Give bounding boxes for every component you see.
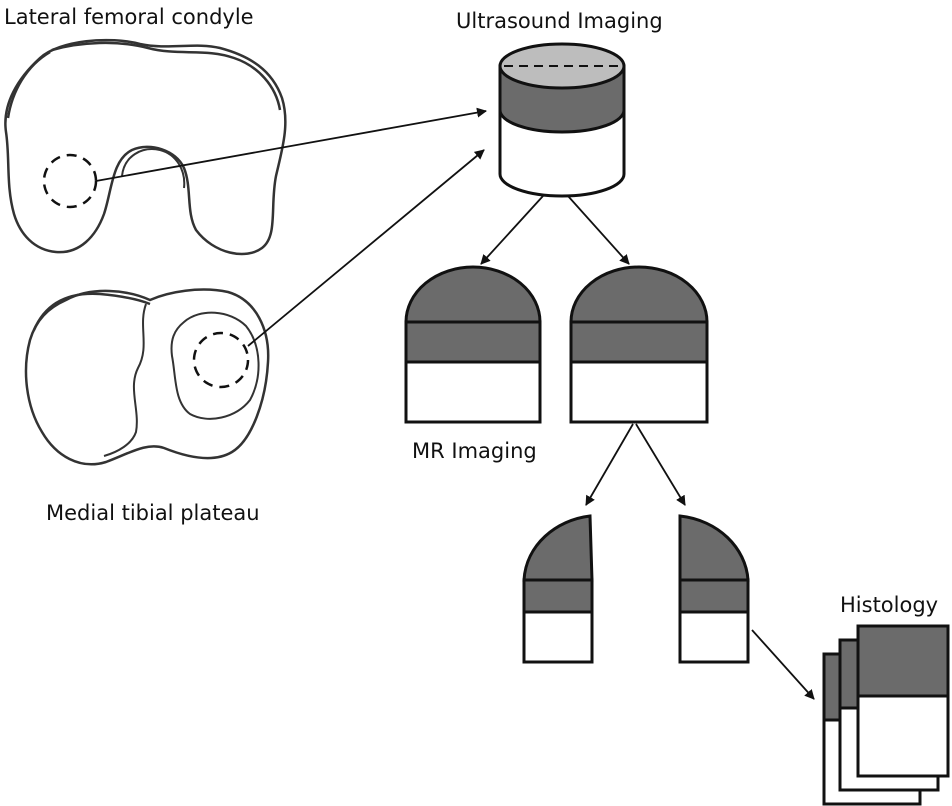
arrow-tibia-to-ultrasound xyxy=(247,149,485,347)
arrow-quarter-to-histology xyxy=(751,629,815,700)
quarter-sample-left xyxy=(522,514,594,664)
ultrasound-sample-cylinder xyxy=(498,42,626,198)
flow-arrows xyxy=(95,107,815,700)
mr-sample-left xyxy=(404,265,542,424)
label-medial-tibial-plateau: Medial tibial plateau xyxy=(46,501,260,525)
mr-sample-right xyxy=(569,265,709,424)
label-lateral-femoral-condyle: Lateral femoral condyle xyxy=(4,5,254,29)
tibial-plateau-outline xyxy=(24,288,270,466)
label-mr-imaging: MR Imaging xyxy=(412,439,537,463)
arrow-femur-to-ultrasound xyxy=(95,107,487,182)
arrow-mr-to-quarter-right xyxy=(635,423,686,506)
femoral-condyle-outline xyxy=(4,38,287,256)
femoral-sample-site-circle xyxy=(42,153,98,209)
histology-slide-stack xyxy=(822,624,950,806)
arrow-mr-to-quarter-left xyxy=(585,423,634,506)
tibial-sample-site-circle xyxy=(192,331,250,389)
histology-slide-front xyxy=(856,624,950,778)
quarter-sample-right xyxy=(678,514,750,664)
label-histology: Histology xyxy=(840,593,938,617)
label-ultrasound-imaging: Ultrasound Imaging xyxy=(456,9,663,33)
arrow-ultrasound-to-mr-left xyxy=(480,195,544,265)
arrow-ultrasound-to-mr-right xyxy=(567,195,630,265)
